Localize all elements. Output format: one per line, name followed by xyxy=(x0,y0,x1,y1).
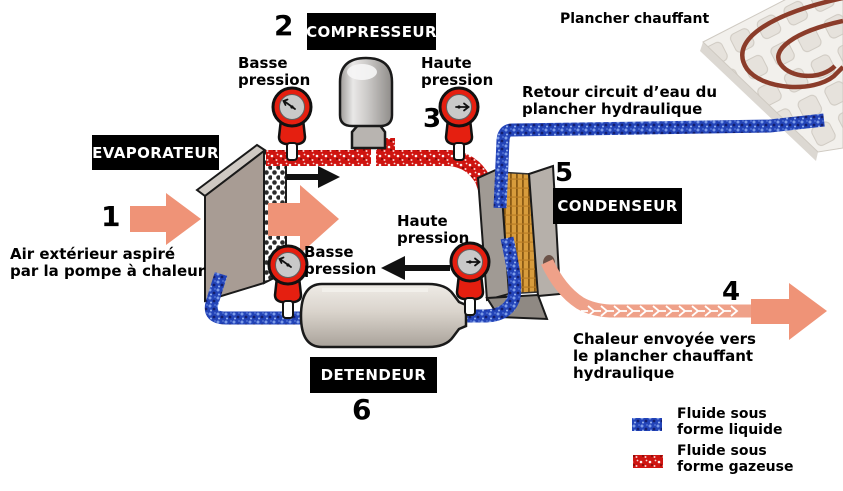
low-pressure-label-top: Basse pression xyxy=(238,54,311,89)
heat-out-arrow xyxy=(751,283,827,340)
step-1-number: 1 xyxy=(101,200,121,233)
step-3-number: 3 xyxy=(423,104,442,134)
liquid-pipe-return-circuit xyxy=(493,113,825,209)
evaporator-label-box: EVAPORATEUR xyxy=(92,135,219,170)
compressor-graphic xyxy=(338,56,394,150)
step-5-number: 5 xyxy=(555,158,574,188)
legend-liquid-swatch xyxy=(632,418,662,431)
high-pressure-label-top: Haute pression xyxy=(421,54,494,89)
condenser-label-box: CONDENSEUR xyxy=(553,188,682,224)
outside-air-label: Air extérieur aspiré par la pompe à chal… xyxy=(10,245,206,280)
compressor-label-box: COMPRESSEUR xyxy=(306,13,437,50)
pipe-gap xyxy=(371,149,376,168)
floor-heating-coil xyxy=(740,0,843,90)
flow-arrow-left xyxy=(381,256,450,280)
air-in-arrow xyxy=(130,193,201,245)
gauge-high-pressure-top xyxy=(438,86,480,162)
gauge-low-pressure-top xyxy=(271,86,313,162)
hot-water-pipe xyxy=(541,259,756,318)
expansion-valve-label-box: DETENDEUR xyxy=(310,357,437,393)
air-out-arrow xyxy=(268,185,339,254)
legend-liquid-label: Fluide sous forme liquide xyxy=(677,406,783,438)
heated-floor-label: Plancher chauffant xyxy=(560,11,710,27)
step-6-number: 6 xyxy=(352,393,372,426)
legend-gas-label: Fluide sous forme gazeuse xyxy=(677,443,794,475)
low-pressure-label-bottom: Basse pression xyxy=(304,243,377,278)
step-2-number: 2 xyxy=(274,9,294,42)
heated-floor-panel-image xyxy=(700,0,843,161)
heat-sent-label: Chaleur envoyée vers le plancher chauffa… xyxy=(573,330,756,382)
return-circuit-label: Retour circuit d’eau du plancher hydraul… xyxy=(522,83,718,118)
liquid-pipe-evaporator-to-expander xyxy=(204,272,302,325)
legend-gas-swatch xyxy=(633,455,663,468)
expansion-valve-graphic xyxy=(299,282,468,349)
step-4-number: 4 xyxy=(722,277,741,307)
liquid-pipe-condenser-to-expander xyxy=(466,236,522,323)
hot-water-flow-arrows xyxy=(581,305,739,317)
high-pressure-label-bottom: Haute pression xyxy=(397,212,470,247)
flow-arrow-right xyxy=(286,166,340,188)
